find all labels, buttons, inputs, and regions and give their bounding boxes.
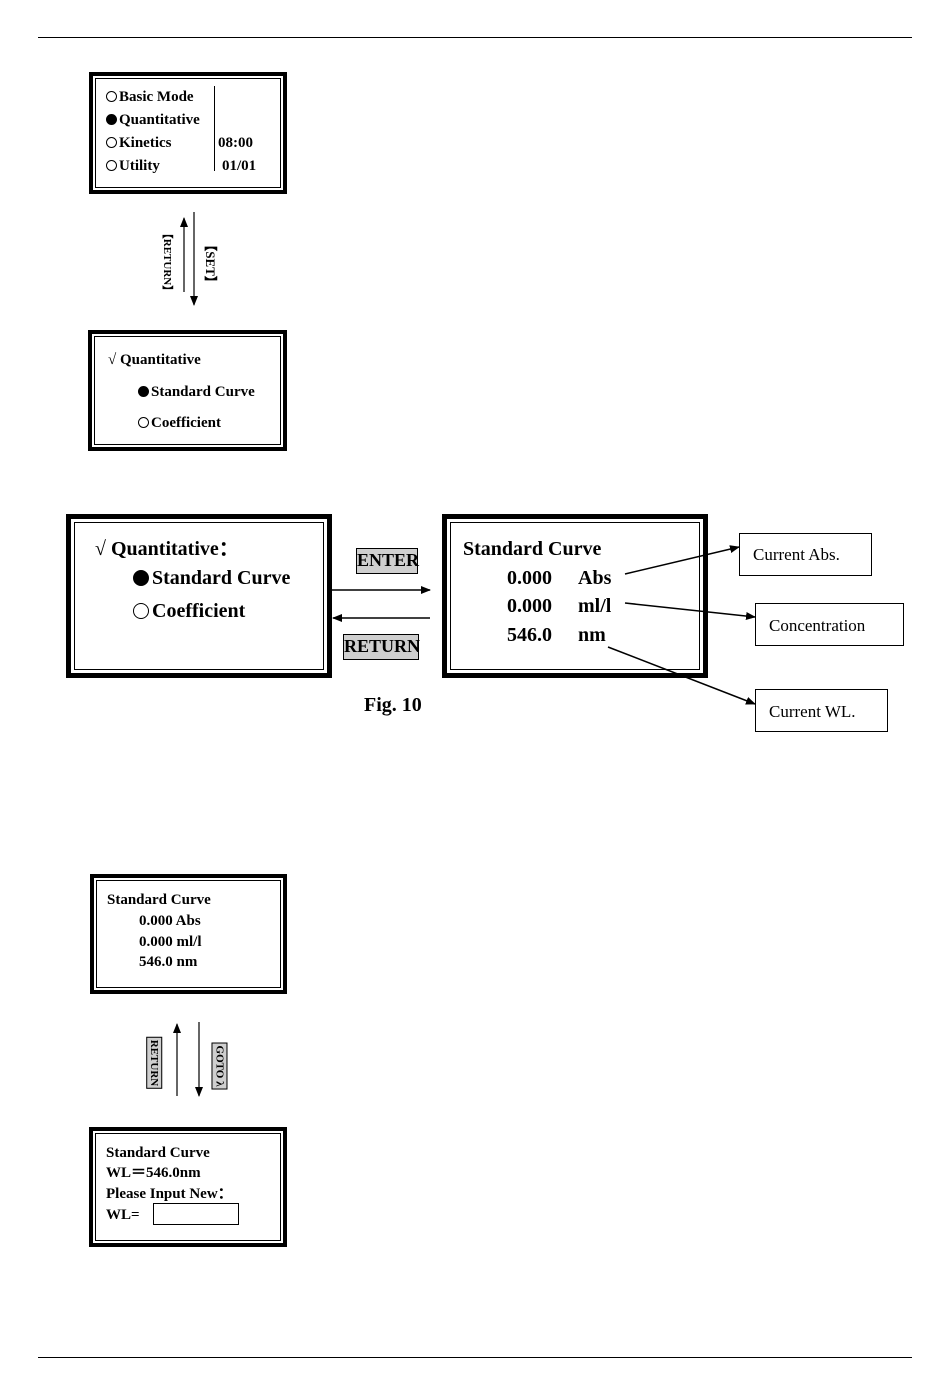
option-label: Coefficient (151, 415, 221, 431)
menu-item-label: Quantitative (119, 112, 200, 128)
radio-filled-icon (133, 570, 149, 586)
radio-empty-icon (133, 603, 149, 619)
wl-prompt-line: Please Input New： (106, 1186, 233, 1202)
concentration-unit: ml/l (578, 595, 612, 617)
radio-filled-icon (106, 114, 117, 125)
option-coefficient[interactable]: Coefficient (138, 416, 221, 431)
menu-item-label: Basic Mode (119, 89, 194, 105)
menu-divider (214, 86, 215, 171)
fig10-right-title: Standard Curve (463, 538, 602, 560)
radio-empty-icon (106, 137, 117, 148)
std-concentration-line: 0.000 ml/l (139, 934, 202, 950)
fig10-option-standard-curve[interactable]: Standard Curve (133, 568, 290, 588)
fig10-left-screen: √ Quantitative： Standard Curve Coefficie… (66, 514, 332, 678)
enter-key[interactable]: ENTER (356, 548, 419, 574)
date-display: 01/01 (222, 158, 257, 174)
wavelength-input-screen: Standard Curve WL＝546.0nm Please Input N… (89, 1127, 287, 1247)
menu-item-basic-mode[interactable]: Basic Mode (106, 90, 194, 105)
radio-empty-icon (138, 417, 149, 428)
abs-value: 0.000 (507, 567, 552, 589)
radio-empty-icon (106, 160, 117, 171)
time-display: 08:00 (218, 135, 253, 151)
wl-input-label: WL= (106, 1207, 140, 1223)
std-wavelength-line: 546.0 nm (139, 954, 198, 970)
menu-item-label: Utility (119, 158, 160, 174)
radio-empty-icon (106, 91, 117, 102)
abs-callout-arrow (624, 545, 740, 575)
wl-current-line: WL＝546.0nm (106, 1165, 201, 1181)
wavelength-input[interactable] (153, 1203, 239, 1225)
wl-title: Standard Curve (106, 1145, 210, 1161)
main-menu-screen: Basic Mode Quantitative Kinetics Utility… (89, 72, 287, 194)
fig10-option-coefficient[interactable]: Coefficient (133, 601, 245, 621)
quantitative-title: √ Quantitative (108, 352, 201, 368)
fig10-right-screen: Standard Curve 0.000 Abs 0.000 ml/l 546.… (442, 514, 708, 678)
std-title: Standard Curve (107, 892, 211, 908)
menu-item-kinetics[interactable]: Kinetics (106, 136, 172, 151)
fig10-left-title: √ Quantitative： (95, 538, 239, 560)
wavelength-unit: nm (578, 624, 606, 646)
quantitative-screen: √ Quantitative Standard Curve Coefficien… (88, 330, 287, 451)
option-label: Coefficient (152, 600, 246, 622)
wavelength-value: 546.0 (507, 624, 552, 646)
callout-current-abs: Current Abs. (739, 533, 872, 576)
return-key[interactable]: RETURN (343, 634, 420, 660)
bottom-rule (38, 1357, 912, 1358)
callout-concentration: Concentration (755, 603, 904, 646)
callout-current-wl: Current WL. (755, 689, 888, 732)
figure-caption: Fig. 10 (364, 694, 422, 716)
standard-curve-screen: Standard Curve 0.000 Abs 0.000 ml/l 546.… (90, 874, 287, 994)
menu-item-label: Kinetics (119, 135, 172, 151)
option-label: Standard Curve (151, 384, 255, 400)
concentration-callout-arrow (624, 602, 756, 621)
menu-item-utility[interactable]: Utility (106, 159, 160, 174)
menu-item-quantitative[interactable]: Quantitative (106, 113, 200, 128)
wl-callout-arrow (607, 646, 756, 705)
option-standard-curve[interactable]: Standard Curve (138, 385, 255, 400)
std-abs-line: 0.000 Abs (139, 913, 201, 929)
top-rule (38, 37, 912, 38)
abs-unit: Abs (578, 567, 612, 589)
concentration-value: 0.000 (507, 595, 552, 617)
radio-filled-icon (138, 386, 149, 397)
option-label: Standard Curve (152, 567, 291, 589)
